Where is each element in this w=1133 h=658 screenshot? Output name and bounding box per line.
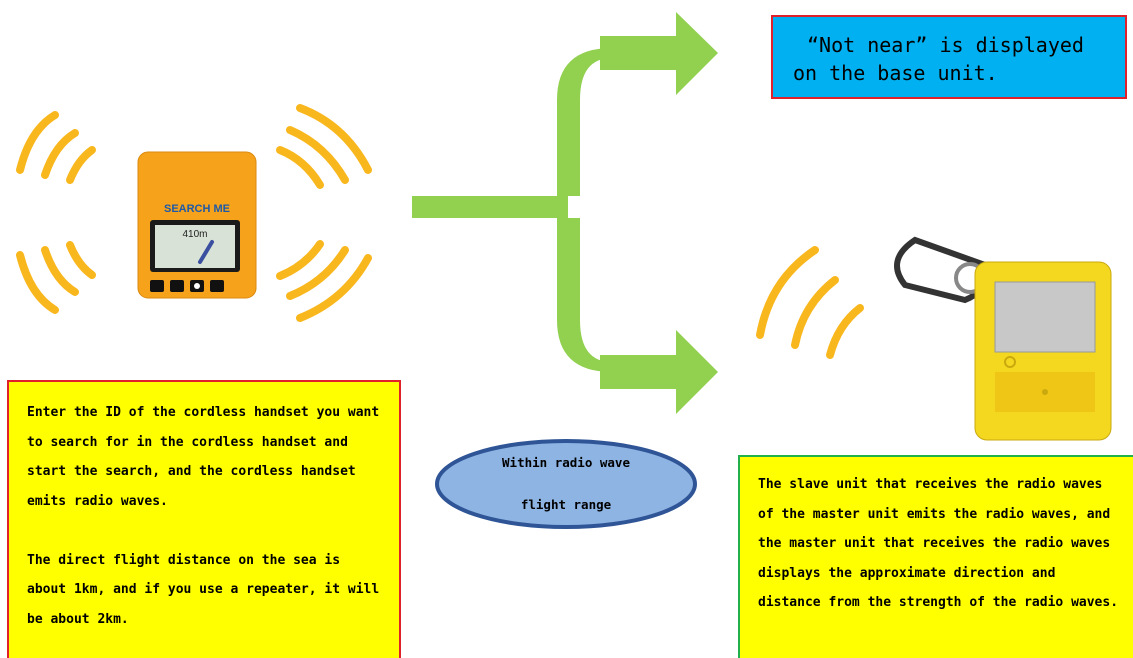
range-ellipse	[435, 439, 697, 529]
branching-arrow	[412, 12, 718, 414]
handset-description-paragraph-1: Enter the ID of the cordless handset you…	[27, 405, 380, 509]
left-radio-waves-icon	[16, 104, 372, 322]
handset-description-paragraph-2: The direct flight distance on the sea is…	[27, 552, 380, 627]
status-line-2: on the base unit.	[793, 61, 998, 85]
range-label-line-1: Within radio wave	[502, 455, 630, 470]
device-brand-text: SEARCH ME	[164, 203, 230, 215]
handset-device	[137, 151, 257, 299]
tag-radio-waves-icon	[756, 246, 864, 359]
range-label-line-2: flight range	[520, 497, 612, 512]
base-unit-status-box: “Not near” is displayed on the base unit…	[771, 15, 1127, 99]
slave-unit-description-box: The slave unit that receives the radio w…	[738, 455, 1133, 658]
device-screen-distance: 410m	[182, 229, 207, 240]
status-line-1: “Not near” is displayed	[807, 33, 1084, 57]
slave-unit-description-text: The slave unit that receives the radio w…	[758, 477, 1119, 610]
range-label: Within radio wave flight range	[436, 448, 696, 532]
tag-device	[894, 236, 1112, 441]
handset-description-box: Enter the ID of the cordless handset you…	[7, 380, 401, 658]
